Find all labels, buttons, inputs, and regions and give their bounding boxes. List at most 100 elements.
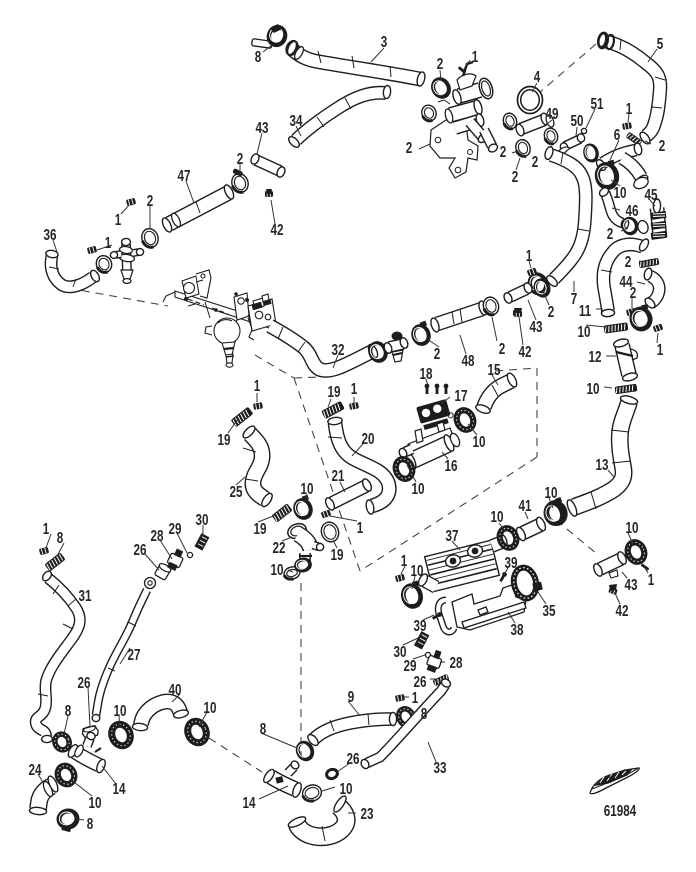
svg-text:1: 1	[401, 551, 408, 569]
svg-text:5: 5	[657, 34, 664, 52]
svg-text:2: 2	[500, 142, 507, 160]
svg-text:16: 16	[445, 456, 458, 474]
svg-text:47: 47	[178, 166, 191, 184]
svg-text:20: 20	[362, 429, 375, 447]
svg-text:18: 18	[420, 364, 433, 382]
svg-text:7: 7	[571, 289, 578, 307]
svg-text:8: 8	[260, 719, 267, 737]
svg-text:19: 19	[331, 545, 344, 563]
svg-text:61984: 61984	[604, 801, 637, 819]
svg-text:40: 40	[169, 680, 182, 698]
svg-text:11: 11	[579, 301, 592, 319]
svg-text:8: 8	[87, 814, 94, 832]
svg-text:32: 32	[332, 340, 345, 358]
svg-text:27: 27	[128, 645, 141, 663]
svg-text:43: 43	[625, 575, 638, 593]
svg-text:42: 42	[616, 601, 629, 619]
svg-text:10: 10	[626, 518, 639, 536]
svg-text:10: 10	[301, 479, 314, 497]
svg-text:41: 41	[519, 496, 532, 514]
svg-text:26: 26	[134, 540, 147, 558]
svg-text:10: 10	[89, 793, 102, 811]
svg-text:34: 34	[290, 111, 303, 129]
svg-text:26: 26	[414, 672, 427, 690]
svg-text:44: 44	[620, 272, 633, 290]
svg-text:15: 15	[488, 360, 501, 378]
svg-text:1: 1	[43, 519, 50, 537]
svg-text:2: 2	[607, 224, 614, 242]
svg-text:2: 2	[659, 136, 666, 154]
svg-text:30: 30	[196, 510, 209, 528]
svg-text:33: 33	[434, 758, 447, 776]
svg-text:1: 1	[657, 340, 664, 358]
svg-text:8: 8	[255, 47, 262, 65]
svg-text:50: 50	[571, 111, 584, 129]
svg-text:39: 39	[414, 616, 427, 634]
svg-text:48: 48	[462, 351, 475, 369]
svg-text:4: 4	[534, 67, 541, 85]
svg-text:42: 42	[519, 342, 532, 360]
svg-text:43: 43	[530, 317, 543, 335]
svg-text:9: 9	[348, 687, 355, 705]
svg-text:28: 28	[450, 653, 463, 671]
svg-text:42: 42	[271, 220, 284, 238]
svg-text:10: 10	[545, 483, 558, 501]
svg-text:10: 10	[204, 698, 217, 716]
svg-text:1: 1	[254, 376, 261, 394]
svg-text:10: 10	[412, 479, 425, 497]
svg-text:1: 1	[648, 570, 655, 588]
svg-text:8: 8	[65, 701, 72, 719]
svg-text:10: 10	[614, 183, 627, 201]
svg-text:30: 30	[394, 642, 407, 660]
svg-text:10: 10	[114, 701, 127, 719]
svg-text:29: 29	[169, 519, 182, 537]
svg-text:37: 37	[446, 526, 459, 544]
svg-text:21: 21	[332, 466, 345, 484]
svg-text:49: 49	[546, 104, 559, 122]
svg-text:25: 25	[230, 482, 243, 500]
svg-text:14: 14	[243, 793, 256, 811]
svg-text:1: 1	[526, 246, 533, 264]
svg-text:1: 1	[115, 210, 122, 228]
svg-text:2: 2	[630, 283, 637, 301]
svg-text:8: 8	[421, 704, 428, 722]
svg-text:26: 26	[78, 673, 91, 691]
svg-text:2: 2	[532, 152, 539, 170]
svg-text:14: 14	[113, 779, 126, 797]
svg-text:38: 38	[511, 620, 524, 638]
svg-text:12: 12	[589, 347, 602, 365]
svg-text:22: 22	[273, 538, 286, 556]
svg-text:1: 1	[626, 99, 633, 117]
svg-text:2: 2	[147, 191, 154, 209]
svg-text:1: 1	[472, 47, 479, 65]
svg-text:2: 2	[548, 302, 555, 320]
svg-text:28: 28	[151, 526, 164, 544]
svg-text:2: 2	[237, 149, 244, 167]
svg-text:51: 51	[591, 94, 604, 112]
svg-text:29: 29	[404, 656, 417, 674]
svg-text:23: 23	[361, 804, 374, 822]
svg-text:1: 1	[105, 233, 112, 251]
svg-text:13: 13	[596, 455, 609, 473]
svg-text:36: 36	[44, 225, 57, 243]
svg-text:2: 2	[406, 138, 413, 156]
svg-text:2: 2	[512, 167, 519, 185]
svg-text:10: 10	[411, 561, 424, 579]
svg-text:1: 1	[412, 688, 419, 706]
svg-text:2: 2	[434, 344, 441, 362]
svg-text:10: 10	[271, 560, 284, 578]
svg-text:35: 35	[543, 601, 556, 619]
svg-text:3: 3	[381, 32, 388, 50]
svg-text:8: 8	[57, 528, 64, 546]
svg-text:2: 2	[437, 54, 444, 72]
svg-text:10: 10	[578, 322, 591, 340]
svg-text:10: 10	[491, 507, 504, 525]
svg-text:1: 1	[357, 518, 364, 536]
svg-text:19: 19	[218, 430, 231, 448]
svg-text:6: 6	[614, 125, 621, 143]
svg-text:10: 10	[473, 432, 486, 450]
svg-text:26: 26	[347, 749, 360, 767]
svg-text:19: 19	[328, 382, 341, 400]
svg-text:17: 17	[455, 386, 468, 404]
svg-text:43: 43	[256, 118, 269, 136]
